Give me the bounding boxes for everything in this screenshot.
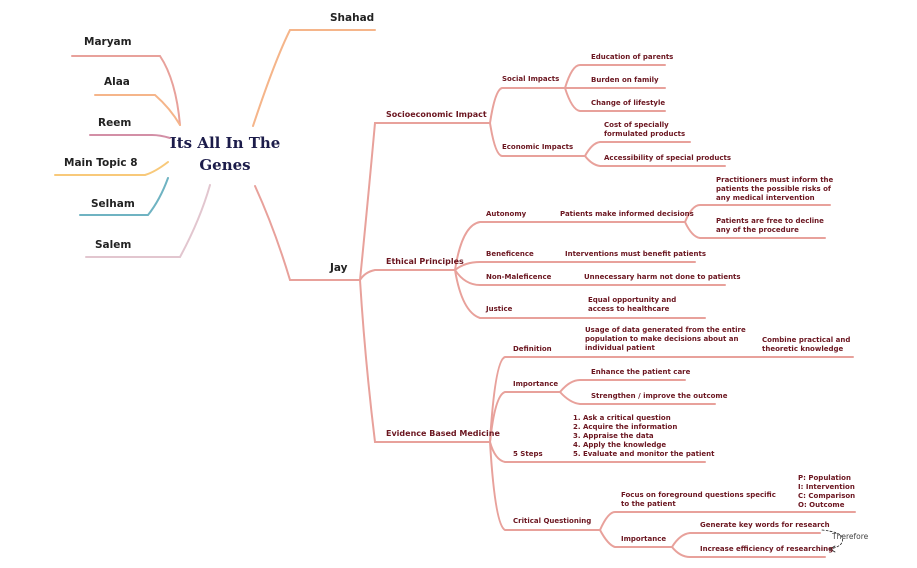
critical-focus[interactable]: Focus on foreground questions specific t… xyxy=(621,491,776,508)
critical-questioning[interactable]: Critical Questioning xyxy=(513,517,592,525)
ethical-link xyxy=(359,269,456,281)
definition-sub[interactable]: Combine practical and theoretic knowledg… xyxy=(762,336,851,353)
edu-link xyxy=(564,64,666,89)
efficiency-link xyxy=(671,546,826,558)
justice-link xyxy=(454,269,581,319)
ebm-importance-item-2[interactable]: Strengthen / improve the outcome xyxy=(591,392,728,400)
economic-item-1[interactable]: Cost of specially formulated products xyxy=(604,121,686,138)
ethical-principles[interactable]: Ethical Principles xyxy=(386,257,464,266)
economic-item-2[interactable]: Accessibility of special products xyxy=(604,154,732,162)
non-maleficence-detail[interactable]: Unnecessary harm not done to patients xyxy=(584,273,741,281)
shahad-link xyxy=(252,29,376,127)
access-link xyxy=(584,155,726,167)
alaa-link xyxy=(94,94,181,126)
therefore-relation-label[interactable]: Therefore xyxy=(832,532,869,541)
imp-a-link xyxy=(559,379,686,393)
economic-link xyxy=(489,122,586,157)
reem-link xyxy=(89,134,171,139)
main-topic-8-link xyxy=(54,161,169,176)
selham-link xyxy=(79,177,169,216)
therefore-arrowhead xyxy=(829,545,836,553)
topic-salem[interactable]: Salem xyxy=(95,239,132,251)
ebm-importance[interactable]: Importance xyxy=(513,380,559,388)
critical-importance[interactable]: Importance xyxy=(621,535,667,543)
maryam-link xyxy=(71,55,181,126)
five-steps-detail[interactable]: 1. Ask a critical question 2. Acquire th… xyxy=(573,414,715,458)
nonmal-link xyxy=(454,269,576,286)
social-item-3[interactable]: Change of lifestyle xyxy=(591,99,666,107)
definition-detail[interactable]: Usage of data generated from the entire … xyxy=(585,326,746,352)
definition-link xyxy=(489,356,576,443)
importance-link xyxy=(489,391,561,443)
topic-maryam[interactable]: Maryam xyxy=(84,36,132,48)
ebm-importance-item-1[interactable]: Enhance the patient care xyxy=(591,368,691,376)
cost-link xyxy=(584,141,691,157)
five-steps[interactable]: 5 Steps xyxy=(513,450,543,458)
topic-jay[interactable]: Jay xyxy=(330,262,348,274)
salem-link xyxy=(85,184,211,258)
justice[interactable]: Justice xyxy=(486,305,513,313)
keywords-link xyxy=(671,532,821,548)
definition[interactable]: Definition xyxy=(513,345,552,353)
beneficence-detail[interactable]: Interventions must benefit patients xyxy=(565,250,706,258)
central-topic-title[interactable]: Its All In The Genes xyxy=(169,134,281,174)
auto-b-link xyxy=(684,221,826,239)
ebm-link xyxy=(359,279,491,443)
lifestyle-link xyxy=(564,87,666,112)
left-topic-links xyxy=(54,55,211,258)
justice-detail[interactable]: Equal opportunity and access to healthca… xyxy=(588,296,677,313)
autonomy-item-2[interactable]: Patients are free to decline any of the … xyxy=(716,217,824,234)
social-impacts[interactable]: Social Impacts xyxy=(502,75,560,83)
topic-main-8[interactable]: Main Topic 8 xyxy=(64,157,138,169)
topic-alaa[interactable]: Alaa xyxy=(104,76,130,88)
topic-reem[interactable]: Reem xyxy=(98,117,132,129)
pico[interactable]: P: Population I: Intervention C: Compari… xyxy=(798,474,856,509)
economic-impacts[interactable]: Economic Impacts xyxy=(502,143,574,151)
autonomy-detail[interactable]: Patients make informed decisions xyxy=(560,210,694,218)
beneficence[interactable]: Beneficence xyxy=(486,250,534,258)
social-link xyxy=(489,87,566,124)
critical-link xyxy=(489,441,601,531)
topic-selham[interactable]: Selham xyxy=(91,198,135,210)
therefore-arrow xyxy=(821,529,843,550)
jay-link xyxy=(254,185,361,281)
topic-shahad[interactable]: Shahad xyxy=(330,12,375,24)
evidence-based-medicine[interactable]: Evidence Based Medicine xyxy=(386,429,500,438)
socio-link xyxy=(359,122,491,281)
socioeconomic-impact[interactable]: Socioeconomic Impact xyxy=(386,110,487,119)
crit-importance-link xyxy=(599,529,673,548)
beneficence-link xyxy=(454,261,556,271)
autonomy[interactable]: Autonomy xyxy=(486,210,527,218)
autonomy-item-1[interactable]: Practitioners must inform the patients t… xyxy=(716,176,834,202)
focus-link xyxy=(599,511,791,531)
auto-a-link xyxy=(684,204,831,223)
jay-links xyxy=(254,64,856,558)
critical-importance-item-2[interactable]: Increase efficiency of researching xyxy=(700,545,834,553)
imp-b-link xyxy=(559,391,716,405)
non-maleficence[interactable]: Non-Maleficence xyxy=(486,273,552,281)
social-item-2[interactable]: Burden on family xyxy=(591,76,659,84)
critical-importance-item-1[interactable]: Generate key words for research xyxy=(700,521,830,529)
autonomy-link xyxy=(454,221,551,271)
social-item-1[interactable]: Education of parents xyxy=(591,53,674,61)
